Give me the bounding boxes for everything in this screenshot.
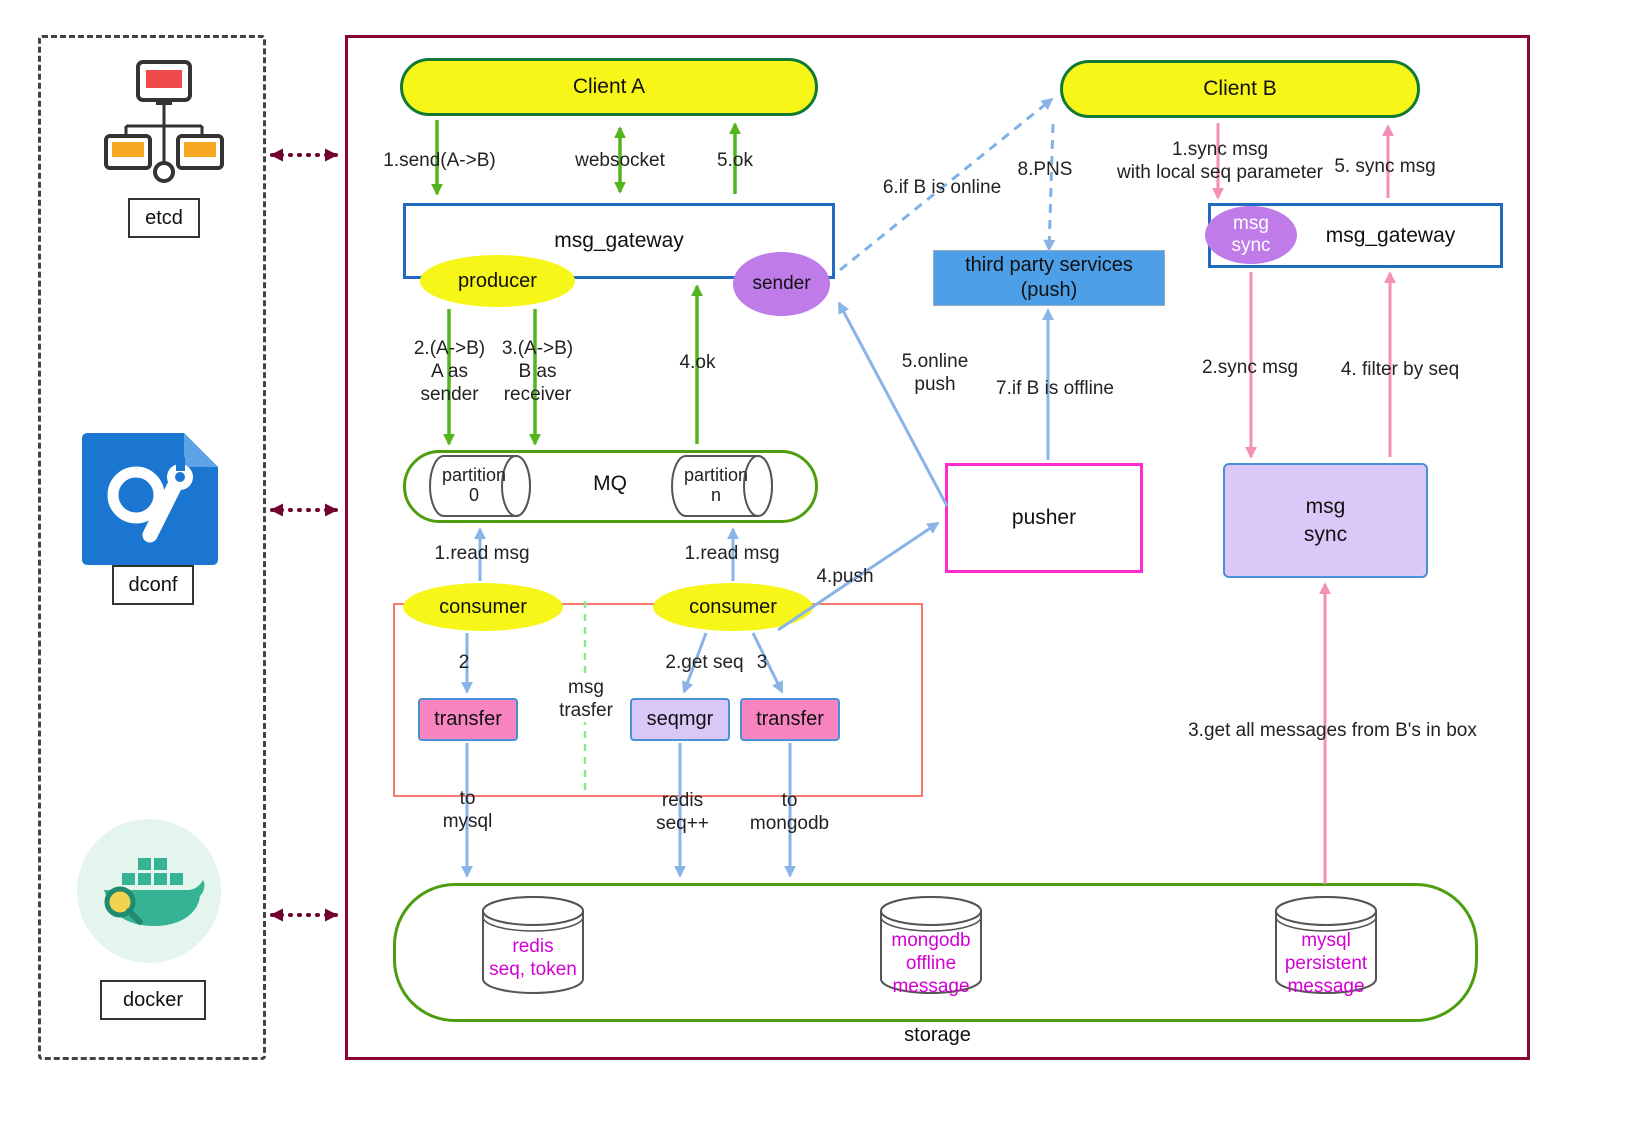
dconf-label-text: dconf	[128, 573, 178, 596]
label-redis-seq: redis seq++	[656, 790, 709, 835]
msg-sync-box: msg sync	[1223, 463, 1428, 578]
mongodb-cylinder	[878, 891, 984, 997]
storage-text: storage	[904, 1024, 971, 1046]
infra-links	[270, 148, 338, 922]
consumer-right-node: consumer	[653, 583, 813, 631]
redis-cylinder	[480, 891, 586, 997]
sender-node: sender	[733, 252, 830, 316]
third-party-services-node: third party services (push)	[933, 250, 1165, 306]
system-panel	[345, 35, 1530, 1060]
label-get-all: 3.get all messages from B's in box	[1188, 720, 1477, 741]
seqmgr-node: seqmgr	[630, 698, 730, 741]
transfer-right-node: transfer	[740, 698, 840, 741]
label-push4: 4.push	[816, 566, 874, 587]
dconf-icon	[82, 433, 218, 565]
partition-n-text: partition n	[683, 465, 749, 505]
msg-sync-box-text: msg sync	[1303, 495, 1348, 546]
mongodb-db-text: mongodb offline message	[891, 930, 971, 997]
label-to-mongodb: to mongodb	[749, 790, 830, 835]
label-online-push: 5.online push	[901, 351, 969, 396]
label-get-seq: 2.get seq	[665, 652, 744, 673]
label-ok4: 4.ok	[679, 352, 716, 373]
docker-icon	[76, 818, 222, 964]
docker-label-text: docker	[122, 988, 184, 1011]
client-a-text: Client A	[572, 75, 646, 98]
third-party-text: third party services (push)	[965, 254, 1133, 301]
partition-0-cylinder: partition 0	[428, 454, 532, 518]
etcd-icon	[104, 60, 224, 188]
msg-sync-badge: msg sync	[1205, 206, 1297, 264]
transfer-left-text: transfer	[434, 708, 502, 730]
transfer-left-node: transfer	[418, 698, 518, 741]
mq-text: MQ	[593, 472, 627, 495]
label-read-msg-right: 1.read msg	[684, 543, 780, 564]
producer-node: producer	[420, 255, 575, 307]
label-sync-msg-1: 1.sync msg with local seq parameter	[1117, 139, 1323, 184]
sender-text: sender	[752, 273, 811, 294]
producer-text: producer	[458, 269, 537, 292]
label-read-msg-left: 1.read msg	[434, 543, 530, 564]
label-msg-trasfer: msg trasfer	[545, 676, 627, 723]
label-step2: 2	[458, 652, 470, 673]
seqmgr-text: seqmgr	[646, 708, 714, 730]
mysql-db-text: mysql persistent message	[1284, 930, 1368, 997]
label-sync-msg-2: 2.sync msg	[1201, 357, 1299, 378]
partition-n-cylinder: partition n	[670, 454, 774, 518]
pusher-text: pusher	[1011, 506, 1077, 529]
label-b-as-receiver: 3.(A->B) B as receiver	[501, 338, 574, 406]
label-send-ab: 1.send(A->B)	[383, 150, 496, 171]
label-a-as-sender: 2.(A->B) A as sender	[413, 338, 486, 406]
label-if-b-online: 6.if B is online	[882, 177, 1002, 198]
docker-label: docker	[100, 980, 206, 1020]
consumer-left-node: consumer	[403, 583, 563, 631]
client-b-node: Client B	[1060, 60, 1420, 118]
label-filter-by-seq: 4. filter by seq	[1340, 359, 1460, 380]
infra-panel	[38, 35, 266, 1060]
label-pns: 8.PNS	[1017, 159, 1073, 180]
msg-gateway-right-text: msg_gateway	[1325, 223, 1456, 247]
dconf-label: dconf	[112, 565, 194, 605]
pusher-node: pusher	[945, 463, 1143, 573]
label-websocket: websocket	[575, 150, 665, 171]
msg-gateway-left-text: msg_gateway	[554, 229, 684, 252]
label-if-b-offline: 7.if B is offline	[996, 378, 1114, 399]
label-ok5: 5.ok	[717, 150, 753, 171]
client-b-text: Client B	[1203, 77, 1277, 100]
partition-0-text: partition 0	[441, 465, 507, 505]
client-a-node: Client A	[400, 58, 818, 116]
mysql-cylinder	[1273, 891, 1379, 997]
etcd-label: etcd	[128, 198, 200, 238]
label-to-mysql: to mysql	[442, 788, 493, 833]
consumer-left-text: consumer	[439, 595, 527, 618]
redis-db-text: redis seq, token	[489, 936, 577, 980]
label-sync-msg-5: 5. sync msg	[1334, 156, 1436, 177]
consumer-right-text: consumer	[689, 595, 777, 618]
msg-sync-badge-text: msg sync	[1231, 213, 1271, 256]
label-step3: 3	[756, 652, 768, 673]
etcd-label-text: etcd	[145, 206, 183, 229]
transfer-right-text: transfer	[756, 708, 824, 730]
